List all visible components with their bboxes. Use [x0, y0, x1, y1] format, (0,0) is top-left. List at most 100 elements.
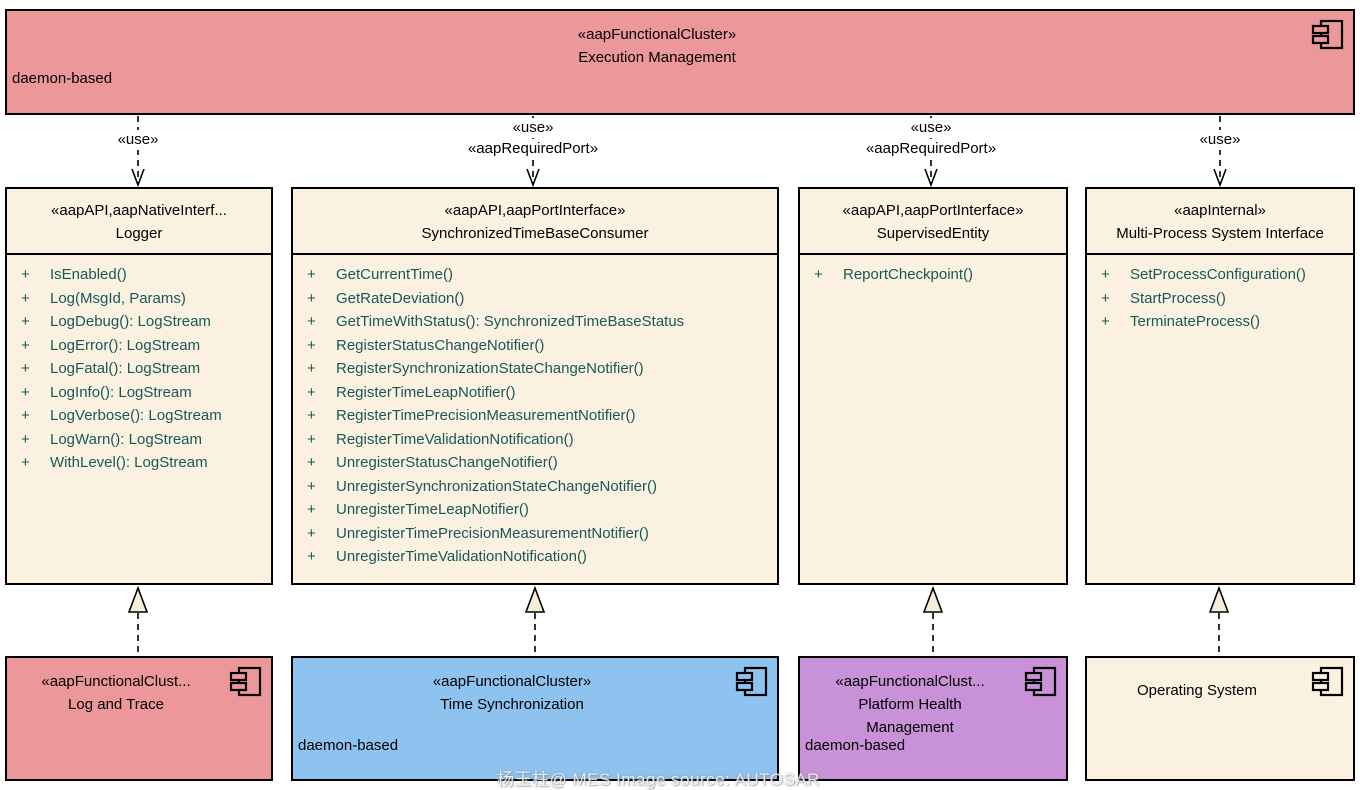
component-icon — [735, 666, 768, 697]
visibility-public-icon: + — [814, 266, 823, 284]
method-name: RegisterSynchronizationStateChangeNotifi… — [336, 360, 644, 378]
visibility-public-icon: + — [21, 360, 30, 378]
method-name: LogInfo(): LogStream — [50, 383, 192, 401]
method-name: RegisterStatusChangeNotifier() — [336, 336, 545, 354]
component-name-line1: Platform Health — [858, 696, 962, 713]
method-name: UnregisterSynchronizationStateChangeNoti… — [336, 477, 657, 495]
interface-supervised-entity: «aapAPI,aapPortInterface» SupervisedEnti… — [798, 187, 1068, 585]
method-name: GetCurrentTime() — [336, 266, 453, 284]
use-label-1: «use» — [114, 130, 162, 150]
use-label-4: «use» — [1196, 130, 1244, 150]
interface-multi-process-system: «aapInternal» Multi-Process System Inter… — [1085, 187, 1355, 585]
visibility-public-icon: + — [307, 454, 316, 472]
visibility-public-icon: + — [21, 430, 30, 448]
component-icon — [229, 666, 262, 697]
method-item: + RegisterSynchronizationStateChangeNoti… — [293, 357, 777, 381]
visibility-public-icon: + — [307, 548, 316, 566]
method-item: + RegisterTimePrecisionMeasurementNotifi… — [293, 404, 777, 428]
method-item: + LogVerbose(): LogStream — [7, 404, 271, 428]
visibility-public-icon: + — [21, 289, 30, 307]
visibility-public-icon: + — [307, 477, 316, 495]
component-name: Operating System — [1136, 682, 1258, 699]
interface-name: Multi-Process System Interface — [1116, 225, 1324, 242]
method-item: + UnregisterTimeValidationNotification() — [293, 545, 777, 569]
method-item: + IsEnabled() — [7, 263, 271, 287]
method-name: LogDebug(): LogStream — [50, 313, 211, 331]
method-name: RegisterTimePrecisionMeasurementNotifier… — [336, 407, 636, 425]
realization-triangle-os — [1208, 585, 1230, 613]
watermark-text: 杨玉柱@ MES Image source: AUTOSAR — [497, 770, 820, 789]
method-item: + StartProcess() — [1087, 287, 1353, 311]
method-item: + ReportCheckpoint() — [800, 263, 1066, 287]
visibility-public-icon: + — [1101, 289, 1110, 307]
method-item: + GetRateDeviation() — [293, 287, 777, 311]
method-name: RegisterTimeLeapNotifier() — [336, 383, 516, 401]
method-name: WithLevel(): LogStream — [50, 454, 208, 472]
method-item: + LogError(): LogStream — [7, 334, 271, 358]
use-arrowhead-logger — [131, 168, 145, 188]
method-name: StartProcess() — [1130, 289, 1226, 307]
method-list: + SetProcessConfiguration() + StartProce… — [1087, 255, 1353, 334]
method-name: LogWarn(): LogStream — [50, 430, 203, 448]
stereotype-label: «aapAPI,aapPortInterface» — [842, 202, 1024, 219]
method-list: + ReportCheckpoint() — [800, 255, 1066, 287]
method-item: + SetProcessConfiguration() — [1087, 263, 1353, 287]
interface-name: SupervisedEntity — [876, 225, 990, 242]
method-name: SetProcessConfiguration() — [1130, 266, 1306, 284]
visibility-public-icon: + — [21, 407, 30, 425]
method-list: + GetCurrentTime() + GetRateDeviation() … — [293, 255, 777, 569]
visibility-public-icon: + — [307, 501, 316, 519]
interface-logger: «aapAPI,aapNativeInterf... Logger + IsEn… — [5, 187, 273, 585]
method-name: GetRateDeviation() — [336, 289, 465, 307]
daemon-based-note: daemon-based — [298, 737, 399, 754]
visibility-public-icon: + — [21, 454, 30, 472]
method-item: + GetCurrentTime() — [293, 263, 777, 287]
component-time-synchronization: «aapFunctionalCluster» Time Synchronizat… — [291, 656, 779, 781]
daemon-based-note: daemon-based — [12, 70, 113, 87]
daemon-based-note: daemon-based — [805, 737, 906, 754]
method-item: + LogFatal(): LogStream — [7, 357, 271, 381]
use-arrowhead-supervised — [924, 168, 938, 188]
visibility-public-icon: + — [307, 383, 316, 401]
component-icon — [1024, 666, 1057, 697]
method-name: ReportCheckpoint() — [843, 266, 974, 284]
stereotype-label: «aapAPI,aapPortInterface» — [444, 202, 626, 219]
method-item: + UnregisterSynchronizationStateChangeNo… — [293, 475, 777, 499]
use-label-3: «use» — [907, 118, 955, 138]
visibility-public-icon: + — [1101, 266, 1110, 284]
visibility-public-icon: + — [21, 336, 30, 354]
stereotype-label: «aapFunctionalClust... — [41, 673, 191, 690]
method-name: LogVerbose(): LogStream — [50, 407, 222, 425]
component-icon — [1311, 19, 1344, 50]
method-item: + LogDebug(): LogStream — [7, 310, 271, 334]
method-name: UnregisterTimePrecisionMeasurementNotifi… — [336, 524, 649, 542]
interface-synchronized-time-base-consumer: «aapAPI,aapPortInterface» SynchronizedTi… — [291, 187, 779, 585]
method-item: + TerminateProcess() — [1087, 310, 1353, 334]
method-name: LogFatal(): LogStream — [50, 360, 201, 378]
method-name: UnregisterStatusChangeNotifier() — [336, 454, 558, 472]
method-item: + Log(MsgId, Params) — [7, 287, 271, 311]
stereotype-label: «aapFunctionalClust... — [835, 673, 985, 690]
component-name-line2: Management — [866, 719, 954, 736]
component-name: Execution Management — [578, 49, 736, 66]
visibility-public-icon: + — [307, 407, 316, 425]
required-port-label-2: «aapRequiredPort» — [464, 139, 602, 159]
method-name: RegisterTimeValidationNotification() — [336, 430, 574, 448]
visibility-public-icon: + — [307, 524, 316, 542]
realization-triangle-logger — [127, 585, 149, 613]
component-platform-health-management: «aapFunctionalClust... Platform Health M… — [798, 656, 1068, 781]
visibility-public-icon: + — [21, 266, 30, 284]
visibility-public-icon: + — [21, 313, 30, 331]
method-item: + LogInfo(): LogStream — [7, 381, 271, 405]
stereotype-label: «aapAPI,aapNativeInterf... — [51, 202, 227, 219]
method-name: Log(MsgId, Params) — [50, 289, 186, 307]
interface-name: SynchronizedTimeBaseConsumer — [421, 225, 649, 242]
component-icon — [1311, 666, 1344, 697]
method-name: LogError(): LogStream — [50, 336, 201, 354]
method-item: + WithLevel(): LogStream — [7, 451, 271, 475]
stereotype-label: «aapFunctionalCluster» — [577, 26, 737, 43]
method-item: + UnregisterTimePrecisionMeasurementNoti… — [293, 522, 777, 546]
method-item: + UnregisterStatusChangeNotifier() — [293, 451, 777, 475]
